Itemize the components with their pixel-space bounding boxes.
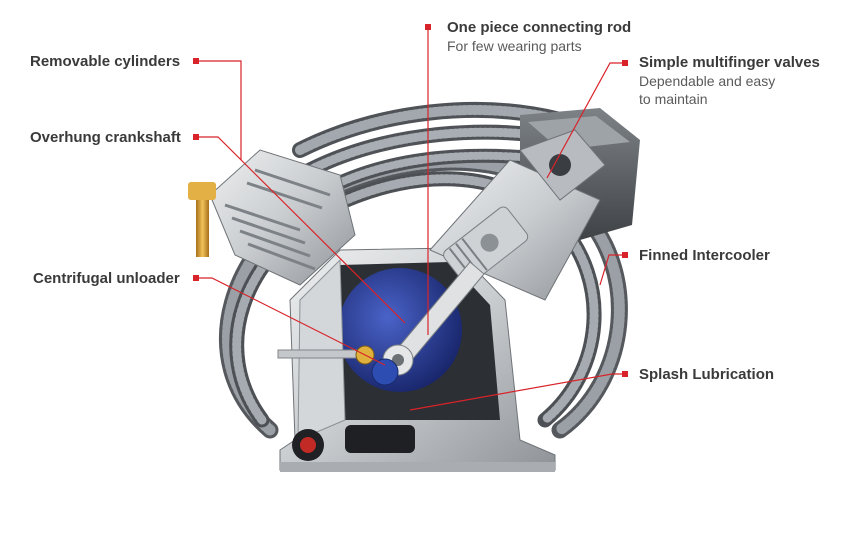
callout-title: Finned Intercooler: [639, 247, 770, 264]
callout-splash-lubrication: Splash Lubrication: [639, 366, 774, 384]
callout-subtitle-line1: Dependable and easy: [639, 73, 776, 89]
callout-title: Removable cylinders: [30, 53, 181, 70]
callout-removable-cylinders: Removable cylinders: [30, 53, 180, 71]
intercooler-coils: [218, 102, 628, 439]
callout-title: Simple multifinger valves: [639, 54, 820, 71]
callout-overhung-crankshaft: Overhung crankshaft: [30, 129, 181, 147]
centrifugal-unloader: [277, 345, 399, 386]
brass-valve-icon: [196, 195, 209, 257]
callout-title: Overhung crankshaft: [30, 129, 181, 146]
left-cylinder: [188, 149, 356, 286]
callout-subtitle-line2: to maintain: [639, 91, 708, 107]
leader-dots: [193, 24, 628, 377]
leader-lines: [196, 27, 625, 411]
callout-title: One piece connecting rod: [447, 19, 632, 36]
callout-centrifugal-unloader: Centrifugal unloader: [33, 270, 180, 288]
callout-title: Centrifugal unloader: [33, 270, 180, 287]
callout-multifinger-valves: Simple multifinger valves Dependable and…: [639, 54, 820, 108]
callout-subtitle: For few wearing parts: [447, 38, 582, 54]
callout-connecting-rod: One piece connecting rod For few wearing…: [447, 19, 631, 55]
callout-title: Splash Lubrication: [639, 366, 775, 383]
callout-finned-intercooler: Finned Intercooler: [639, 247, 770, 265]
